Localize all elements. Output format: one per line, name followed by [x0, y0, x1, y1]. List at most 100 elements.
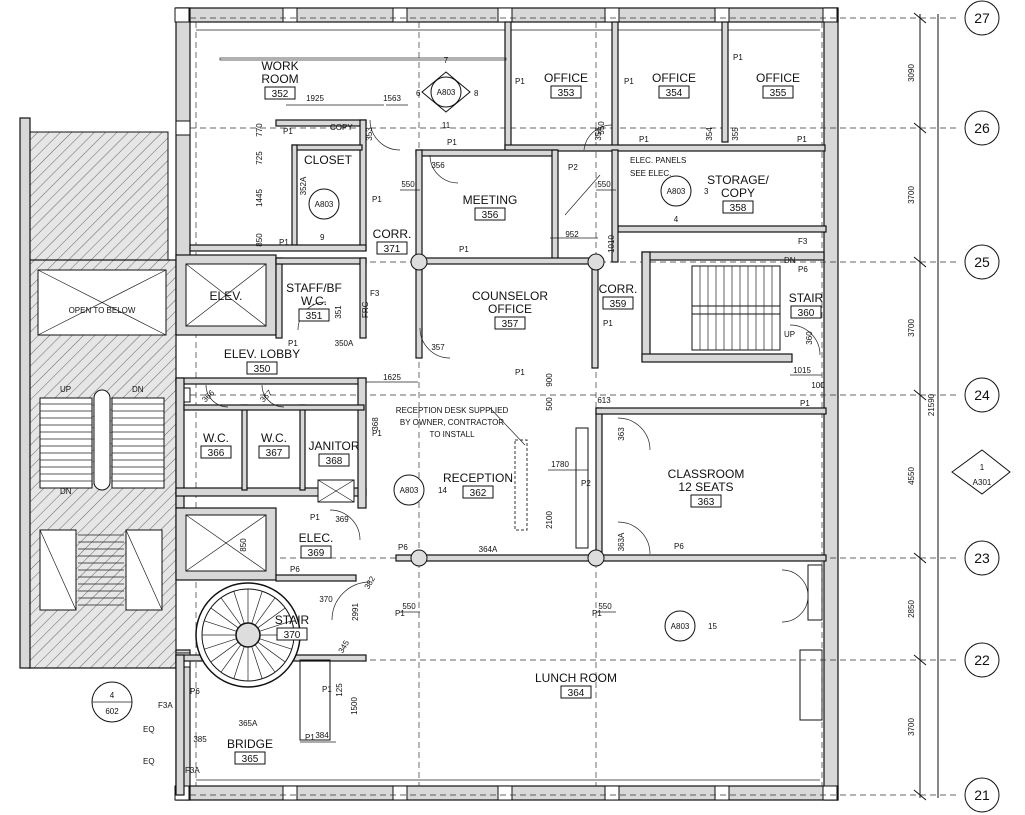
room-labels: WORKROOM352OFFICE353OFFICE354OFFICE355CL… [200, 59, 824, 765]
elevation-tag-a803-1-circle [430, 76, 462, 108]
grid-bubble-27: 27 [974, 10, 990, 26]
room-number-box [246, 361, 278, 375]
door-d364a: 364A [479, 545, 498, 554]
column-bottom [822, 785, 838, 801]
spiral-tread [233, 646, 245, 679]
column-top [822, 7, 838, 23]
detail-tag-number: 4 [110, 691, 115, 700]
dim-d2100: 2100 [545, 511, 554, 529]
grid-bubble-25: 25 [974, 254, 990, 270]
dim-d850a: 850 [255, 233, 264, 247]
elev-mark-11: 11 [442, 121, 451, 130]
door-d353: 353 [365, 127, 374, 141]
grid-bubble-circle [964, 642, 1000, 678]
left-stair-tower [19, 117, 177, 669]
room-name-stair370: STAIR [275, 613, 310, 627]
left-stair-treads [40, 403, 164, 606]
column-bottom [714, 785, 730, 801]
door-d356: 356 [431, 161, 445, 170]
room-name-corr371: CORR. [373, 227, 412, 241]
room-name-corr359: CORR. [599, 282, 638, 296]
elevation-tag-a803-3-circle [660, 175, 692, 207]
dimension-tick [913, 122, 927, 134]
wall-mark-eq-31: EQ [143, 725, 155, 734]
elev-mark-8: 8 [474, 89, 479, 98]
column-left [175, 120, 191, 136]
copy-note: COPY [330, 123, 353, 132]
column-top [604, 7, 620, 23]
room-number-box [264, 86, 296, 100]
dim-d125: 125 [335, 683, 344, 697]
elevation-tag-a803-2-circle [308, 188, 340, 220]
wall-mark-p6-26: P6 [798, 265, 808, 274]
room-name-storage: STORAGE/ [707, 173, 769, 187]
spiral-tread [210, 607, 239, 629]
wall-mark-p1-7: P1 [733, 53, 743, 62]
spiral-tread [220, 644, 242, 673]
wall-mark-p1-11: P1 [372, 429, 382, 438]
room-name-janitor: JANITOR [308, 439, 359, 453]
spiral-tread [220, 597, 242, 626]
column-top [282, 7, 298, 23]
spiral-tread [254, 644, 276, 673]
room-number-box [462, 485, 494, 499]
wall-mark-p1-14: P1 [800, 399, 810, 408]
wall-mark-p1-17: P1 [592, 609, 602, 618]
door-d363a: 363A [617, 532, 626, 551]
door-d360: 360 [805, 331, 814, 345]
dim-d900: 900 [545, 373, 554, 387]
room-name-reception: RECEPTION [443, 471, 513, 485]
room-number-office354: 354 [666, 88, 683, 99]
column-bottom [604, 785, 620, 801]
dimension-tick [913, 654, 927, 666]
wall-mark-p2-20: P2 [568, 163, 578, 172]
wall-mark-p6-23: P6 [674, 542, 684, 551]
open-to-below-note: OPEN TO BELOW [69, 306, 136, 315]
room-number-office355: 355 [770, 88, 787, 99]
room-name-elec369: ELEC. [299, 531, 334, 545]
door-d352a: 352A [299, 176, 308, 195]
dim-d1780: 1780 [551, 460, 569, 469]
room-name-office354: OFFICE [652, 71, 696, 85]
dimension-tick [913, 256, 927, 268]
door-d358: 358 [594, 127, 603, 141]
door-d357: 357 [431, 343, 445, 352]
spiral-tread [233, 591, 245, 624]
grid-bubble-circle [964, 110, 1000, 146]
dim-d952: 952 [565, 230, 579, 239]
dim-d345: 345 [337, 638, 352, 655]
grid-bubble-circle [964, 0, 1000, 36]
room-number-stair370: 370 [284, 630, 301, 641]
column-top [174, 7, 190, 23]
room-number-box [790, 305, 822, 319]
room-name2-staff: W.C. [301, 294, 327, 308]
room-name-closet: CLOSET [304, 153, 353, 167]
dimension-tick [913, 389, 927, 401]
wall-mark-p1-3: P1 [279, 238, 289, 247]
elev-mark-3: 3 [704, 187, 709, 196]
door-d368: 368 [371, 417, 380, 431]
room-number-wc366: 366 [208, 448, 225, 459]
room-number-box [602, 296, 634, 310]
room-number-wc367: 367 [266, 448, 283, 459]
reception-desk-note-2: BY OWNER, CONTRACTOR [400, 418, 504, 427]
door-d370: 370 [319, 595, 333, 604]
dim-d100: 100 [811, 381, 825, 390]
wall-mark-p1-2: P1 [372, 195, 382, 204]
dim-d1010: 1010 [607, 235, 616, 253]
door-d382: 382 [363, 574, 378, 591]
dim-d770: 770 [255, 123, 264, 137]
room-number-staff: 351 [306, 311, 323, 322]
wall-mark-p1-1: P1 [447, 138, 457, 147]
room-number-stair360: 360 [798, 308, 815, 319]
room-name2-storage: COPY [721, 186, 755, 200]
room-number-meeting: 356 [482, 210, 499, 221]
dim-d550b: 550 [597, 180, 611, 189]
column-top [497, 7, 513, 23]
door-d351: 351 [334, 305, 343, 319]
spiral-tread [251, 591, 263, 624]
dimension-tick [913, 552, 927, 564]
room-name-lunch: LUNCH ROOM [535, 671, 617, 685]
